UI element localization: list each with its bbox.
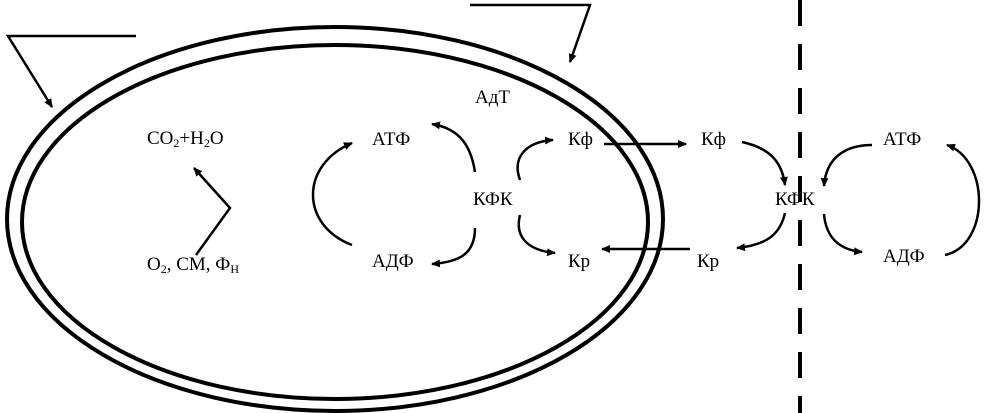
outer-membrane-pointer — [470, 3, 592, 63]
label-adf-cyto: АДФ — [883, 246, 925, 267]
label-kr-cyto: Кр — [697, 251, 720, 272]
cyto-atf-to-kfk-arrow — [820, 143, 873, 187]
adf-to-atf-arrow — [311, 141, 353, 247]
cyto-kfk-to-kr-arrow — [736, 212, 787, 252]
cyto-adf-to-atf-arrow — [944, 143, 981, 257]
label-atf-cyto: АТФ — [883, 129, 922, 150]
label-adt: АдТ — [475, 87, 510, 108]
atf-to-kfk-arrow — [431, 121, 477, 173]
cyto-kfk-to-adf-arrow — [822, 213, 863, 256]
inner-membrane-pointer — [5, 34, 136, 108]
kfk-to-adf-arrow — [431, 227, 477, 268]
label-kf-cyto: Кф — [701, 129, 726, 150]
inner-membrane — [20, 43, 650, 401]
label-substrates: O2, СМ, ФН — [147, 254, 239, 276]
label-kr-in: Кр — [568, 251, 591, 272]
kf-to-cyto-kfk-arrow — [741, 140, 788, 186]
label-kfk-cyto: КФК — [775, 189, 815, 210]
kfk-to-kr-arrow — [517, 214, 556, 257]
outer-membrane — [5, 25, 665, 413]
label-kf-in: Кф — [568, 129, 593, 150]
oxidation-arrow — [193, 167, 232, 256]
label-adf-mito: АДФ — [372, 251, 414, 272]
label-co2-h2o: CO2+H2O — [147, 128, 224, 150]
kfk-to-kf-arrow — [516, 136, 554, 181]
label-atf-mito: АТФ — [372, 129, 411, 150]
label-kfk-mito: КФК — [473, 189, 513, 210]
